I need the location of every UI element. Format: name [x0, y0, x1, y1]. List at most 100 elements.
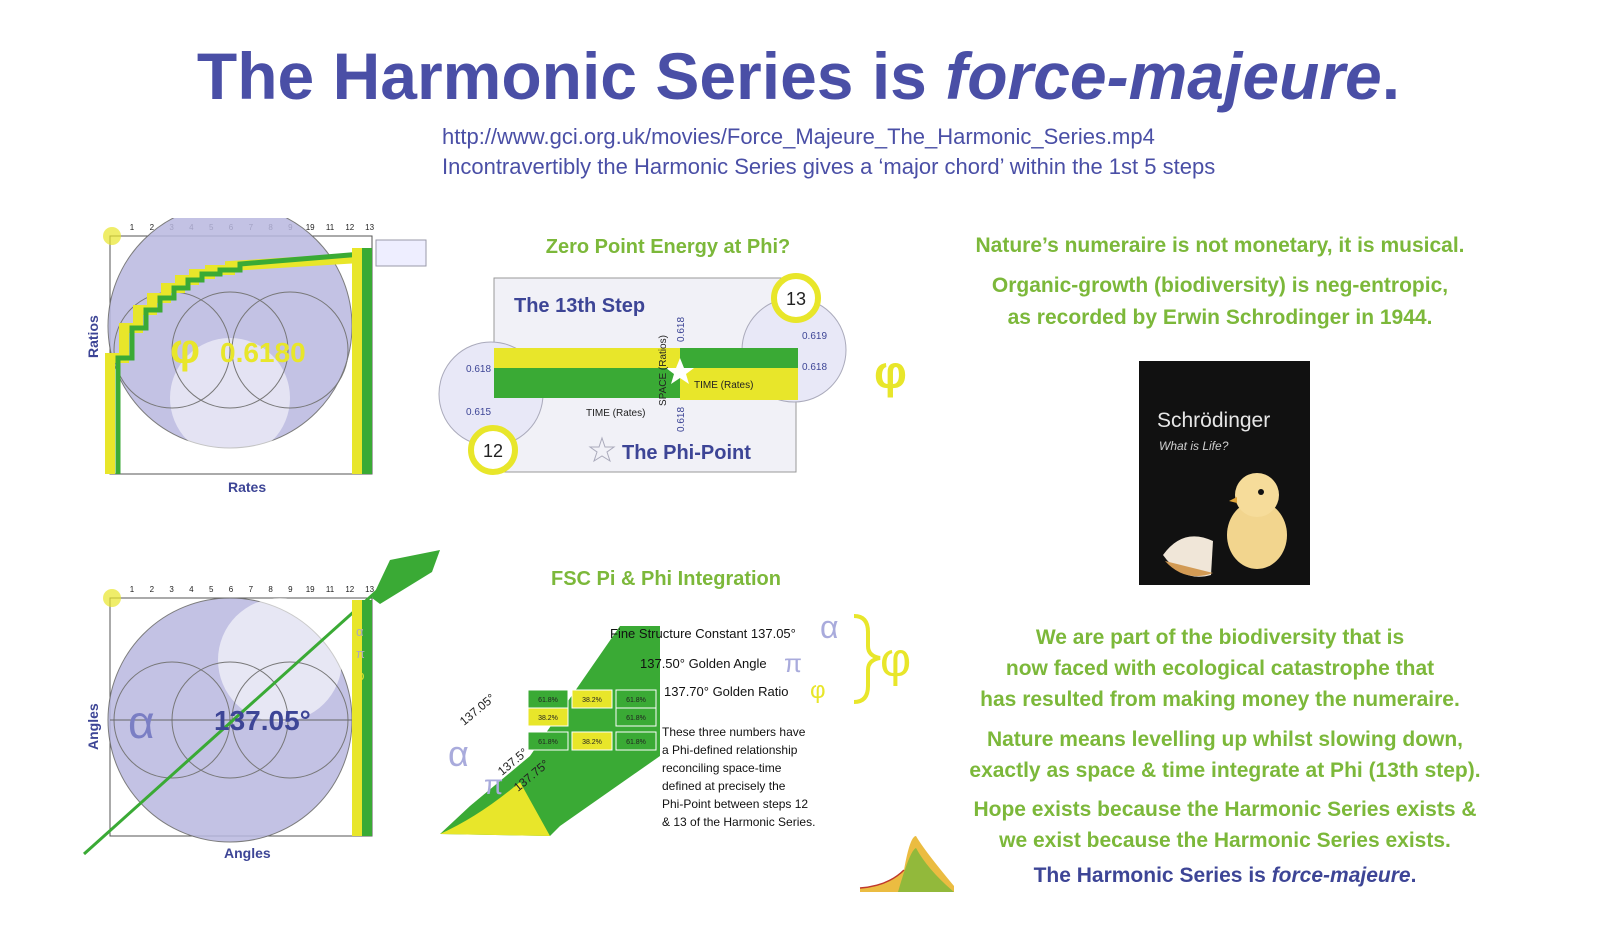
bl-pi-glyph: π [356, 646, 365, 661]
bl-alpha-glyph: α [356, 624, 364, 639]
fsc-para-line: These three numbers have [662, 725, 806, 739]
grid-cell [615, 707, 657, 727]
fsc-para-line: a Phi-defined relationship [662, 743, 798, 757]
step-number: 4 [189, 585, 194, 594]
angle-value: 137.05° [214, 705, 311, 736]
right-line-1: Nature’s numeraire is not monetary, it i… [975, 234, 1465, 257]
step-number: 3 [169, 585, 174, 594]
v0619: 0.619 [802, 331, 827, 342]
grid-cell-label: 61.8% [538, 697, 558, 704]
grid-cell [527, 707, 569, 727]
step-number: 12 [345, 585, 354, 594]
fsc-para-line: Phi-Point between steps 12 [662, 797, 808, 811]
step-13-badge: 13 [786, 289, 806, 309]
step-number: 1 [130, 223, 135, 232]
video-url-link[interactable]: http://www.gci.org.uk/movies/Force_Majeu… [442, 124, 1155, 149]
para2-line: exactly as space & time integrate at Phi… [969, 759, 1481, 782]
subtitle: Incontravertibly the Harmonic Series giv… [442, 154, 1216, 179]
step-number: 12 [345, 223, 354, 232]
fsc-diagram: 61.8% 38.2% 61.8% 38.2% 61.8% 61.8% 38.2% 61.8%… [440, 609, 911, 836]
line2-pi: π [784, 648, 802, 678]
gci-logo [859, 836, 954, 892]
right-line-2a: Organic-growth (biodiversity) is neg-ent… [991, 274, 1449, 297]
grid-cell [571, 731, 613, 751]
space-label: SPACE (Ratios) [658, 335, 669, 406]
phi-point-label: The Phi-Point [622, 442, 751, 464]
final-main: The Harmonic Series is [1033, 864, 1272, 887]
fsc-para-line: & 13 of the Harmonic Series. [662, 815, 815, 829]
angle-label-1: 137.05° [457, 691, 498, 729]
fsc-line-3: 137.70° Golden Ratio [664, 684, 788, 699]
brace-phi: φ [880, 634, 911, 687]
right-line-2b: as recorded by Erwin Schrodinger in 1944… [1007, 306, 1433, 329]
line1-alpha: α [820, 609, 839, 645]
chick-illustration [1163, 473, 1287, 577]
fsc-paragraph: These three numbers have a Phi-defined re… [662, 725, 815, 829]
grid-cell-label: 38.2% [582, 697, 602, 704]
right-para-2: Nature means levelling up whilst slowing… [920, 724, 1530, 786]
grid-cell [615, 731, 657, 751]
time-label-right: TIME (Rates) [694, 380, 753, 391]
title-end: . [1381, 39, 1401, 113]
para1-line: We are part of the biodiversity that is [1035, 626, 1405, 649]
fsc-pi-glyph: π [484, 769, 503, 800]
para2-line: Nature means levelling up whilst slowing… [986, 728, 1464, 751]
step-number: 19 [306, 585, 315, 594]
step-number: 1 [130, 585, 135, 594]
fsc-heading: FSC Pi & Phi Integration [550, 568, 781, 590]
grid-cell-label: 61.8% [626, 697, 646, 704]
para3-line: Hope exists because the Harmonic Series … [973, 798, 1477, 821]
book-subtitle: What is Life? [1159, 439, 1229, 453]
book-cover-image: Schrödinger What is Life? [1139, 361, 1310, 585]
step-number: 6 [229, 585, 234, 594]
final-emphasis: force-majeure [1271, 864, 1411, 887]
step-number: 2 [150, 223, 155, 232]
step-number: 19 [306, 223, 315, 232]
v0618-top: 0.618 [676, 317, 687, 342]
step-number: 11 [326, 585, 335, 594]
step-number: 13 [365, 223, 374, 232]
grid-cell-label: 61.8% [626, 739, 646, 746]
line3-phi: φ [810, 677, 826, 704]
zpe-phi-symbol: φ [874, 346, 907, 398]
phi-symbol-topleft: φ [170, 325, 200, 372]
step-number: 8 [268, 585, 273, 594]
xlabel-angles: Angles [224, 845, 271, 861]
step-number: 13 [365, 585, 374, 594]
bl-phi-glyph: φ [356, 668, 364, 683]
fsc-para-line: reconciling space-time [662, 761, 782, 775]
fsc-line-1: Fine Structure Constant 137.05° [610, 626, 796, 641]
step-number: 11 [326, 223, 335, 232]
final-end: . [1410, 864, 1417, 887]
final-statement: The Harmonic Series is force-majeure. [920, 864, 1530, 888]
grid-cell-label: 61.8% [626, 715, 646, 722]
title-main: The Harmonic Series is [196, 39, 946, 113]
phi-value: 0.6180 [220, 337, 306, 368]
step-number: 9 [288, 585, 293, 594]
xlabel-rates: Rates [228, 479, 266, 495]
zpe-heading: Zero Point Energy at Phi? [545, 236, 791, 258]
grid-cell [527, 731, 569, 751]
para1-line: now faced with ecological catastrophe th… [1005, 657, 1435, 680]
fsc-alpha-glyph: α [448, 733, 469, 774]
para3-line: we exist because the Harmonic Series exi… [999, 829, 1451, 852]
fsc-para-line: defined at precisely the [662, 779, 786, 793]
step-number: 2 [150, 585, 155, 594]
step-12-badge: 12 [483, 441, 503, 461]
grid-cell [571, 689, 613, 709]
fsc-phi-glyph: φ [506, 799, 522, 826]
right-para-3: Hope exists because the Harmonic Series … [920, 794, 1530, 856]
ylabel-angles: Angles [85, 703, 101, 750]
ylabel-ratios: Ratios [85, 315, 101, 358]
v0618-bottom: 0.618 [676, 407, 687, 432]
title-emphasis: force-majeure [945, 39, 1382, 113]
grid-cell-label: 38.2% [538, 715, 558, 722]
step-number: 5 [209, 585, 214, 594]
para1-line: has resulted from making money the numer… [980, 688, 1460, 711]
grid-cell-label: 38.2% [582, 739, 602, 746]
page-title: The Harmonic Series is force-majeure. [0, 38, 1597, 114]
right-para-1: We are part of the biodiversity that is … [920, 622, 1520, 715]
step-number: 7 [249, 585, 254, 594]
grid-cell-label: 61.8% [538, 739, 558, 746]
